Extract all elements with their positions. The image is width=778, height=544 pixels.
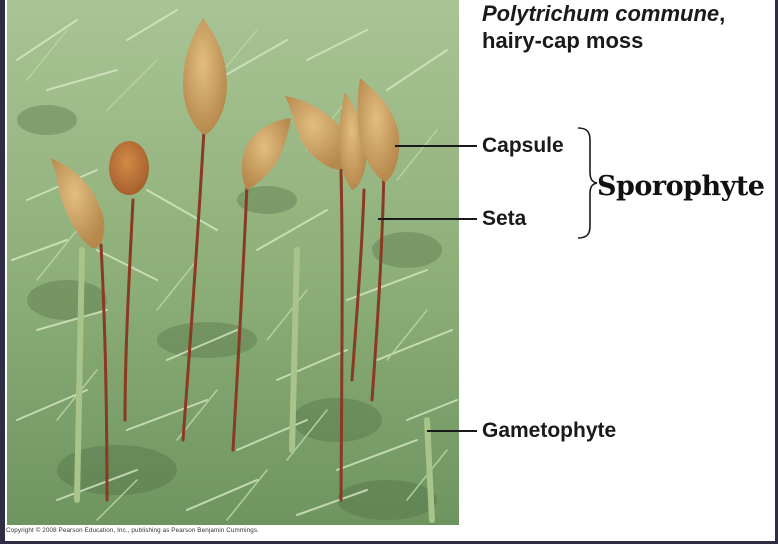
copyright-text: Copyright © 2008 Pearson Education, Inc.…: [6, 527, 259, 534]
figure-panel: Copyright © 2008 Pearson Education, Inc.…: [5, 0, 775, 541]
capsule-label: Capsule: [482, 134, 564, 157]
sporophyte-label: Sporophyte: [597, 171, 765, 202]
seta-leader-line: [378, 218, 477, 220]
gametophyte-label: Gametophyte: [482, 419, 617, 442]
figure-title: Polytrichum commune, hairy-cap moss: [482, 0, 725, 54]
seta-label: Seta: [482, 207, 527, 230]
moss-illustration: [7, 0, 459, 525]
gametophyte-leader-line: [427, 430, 477, 432]
common-name: hairy-cap moss: [482, 28, 644, 53]
moss-photo: [7, 0, 459, 525]
title-comma: ,: [719, 1, 726, 26]
capsule-leader-line: [395, 145, 477, 147]
scientific-name: Polytrichum commune: [482, 1, 720, 26]
sporophyte-brace: [577, 127, 598, 239]
